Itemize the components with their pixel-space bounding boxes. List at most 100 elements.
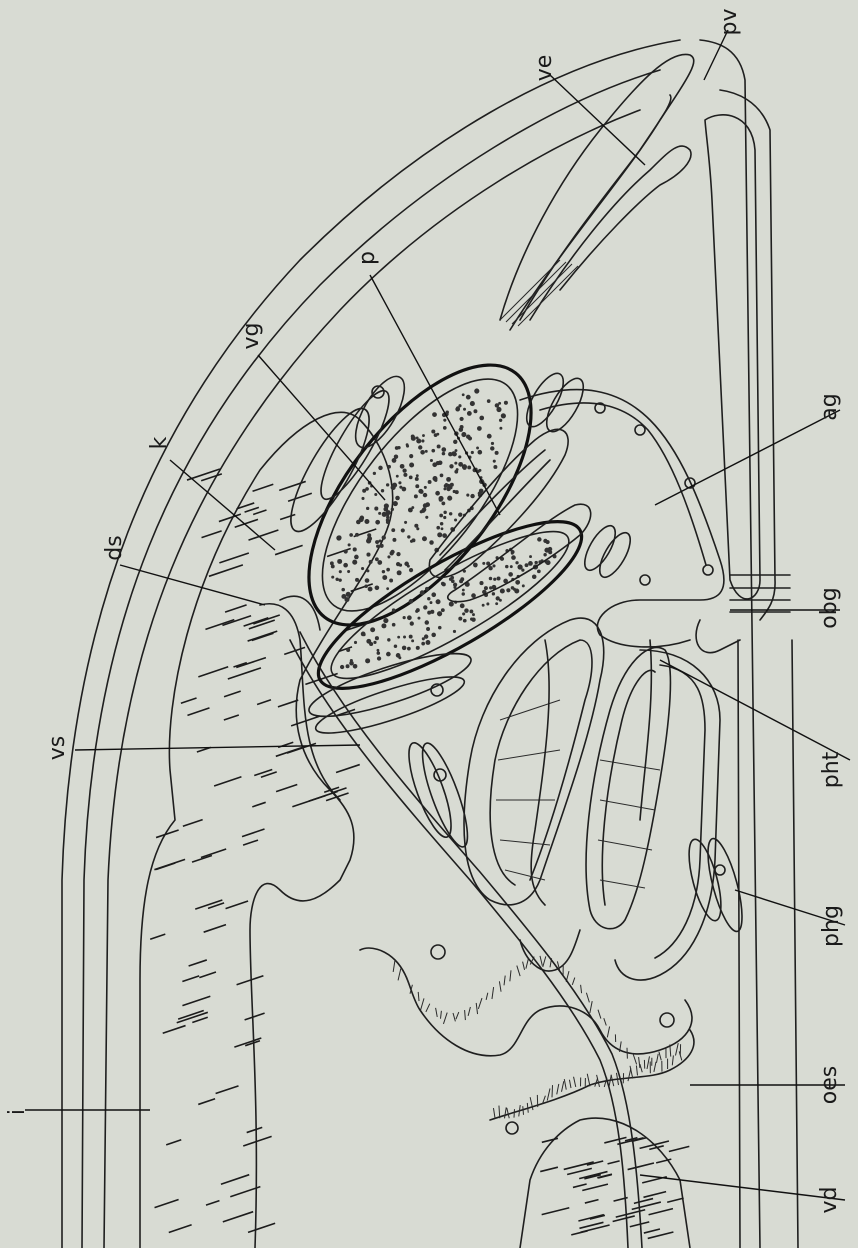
granule: [384, 503, 389, 508]
granule: [469, 610, 473, 614]
granule: [473, 563, 478, 568]
cilium: [654, 1062, 656, 1072]
granule: [428, 480, 432, 484]
leader-vs: [75, 745, 360, 750]
granule: [455, 449, 458, 452]
granule: [395, 496, 400, 501]
phg-right-b: [701, 836, 749, 935]
granule: [361, 497, 364, 500]
vesicula-granulorum: [268, 329, 572, 662]
granule: [434, 479, 437, 482]
granule: [439, 498, 443, 502]
pharynx-lobe-a-inner: [490, 640, 592, 885]
cilium: [607, 1027, 609, 1038]
granule: [423, 605, 427, 609]
granule: [375, 636, 379, 640]
hatch-stroke: [667, 1198, 683, 1202]
pharynx-pocket-outer: [615, 650, 720, 980]
granule: [343, 563, 348, 568]
granule: [354, 555, 359, 560]
hatch-stroke: [182, 976, 199, 982]
hatch-stroke: [540, 1167, 558, 1171]
granule: [421, 439, 424, 442]
hatch-stroke: [198, 1099, 215, 1105]
granule: [375, 557, 379, 561]
granule: [489, 586, 492, 589]
cilium: [493, 1108, 495, 1118]
hatch-stroke: [181, 698, 197, 703]
hatch-stroke: [585, 1200, 599, 1203]
granule: [425, 516, 428, 519]
ve-outer: [500, 54, 694, 330]
granule: [418, 445, 422, 449]
granule: [495, 602, 498, 605]
cilium: [418, 992, 419, 1001]
hatch-stroke: [189, 960, 207, 966]
granule: [431, 429, 435, 433]
granule: [443, 419, 446, 422]
granule: [409, 475, 413, 479]
hatch-stroke: [649, 1209, 673, 1215]
label-ds: ds: [102, 535, 127, 560]
granule: [401, 528, 405, 532]
granule: [392, 458, 397, 463]
granule: [458, 512, 462, 516]
hatch-stroke: [155, 1199, 179, 1207]
cilium: [586, 993, 589, 1003]
granule: [471, 618, 475, 622]
granule: [442, 452, 446, 456]
granule: [438, 460, 443, 465]
ve-inner-b: [530, 146, 691, 320]
granule: [402, 468, 406, 472]
label-pv: pv: [717, 9, 742, 36]
granule: [378, 512, 381, 515]
granule: [460, 603, 465, 608]
granule: [344, 549, 348, 553]
hatch-stroke: [582, 1184, 608, 1190]
cilium: [478, 998, 482, 1009]
granule: [444, 484, 448, 488]
atrium-genitale: [520, 390, 724, 647]
granule: [376, 544, 379, 547]
granule: [447, 496, 452, 501]
granule: [499, 599, 502, 602]
granule: [403, 473, 407, 477]
granule: [456, 468, 459, 471]
cilium: [526, 959, 529, 969]
cilium: [672, 1055, 673, 1065]
granule: [463, 466, 467, 470]
hatch-stroke: [214, 777, 241, 786]
granule: [392, 623, 396, 627]
granule: [525, 563, 529, 567]
granule: [462, 592, 465, 595]
granule: [407, 535, 410, 538]
granule: [499, 427, 502, 430]
granule: [386, 652, 391, 657]
granule: [458, 617, 462, 621]
granule: [355, 533, 359, 537]
hatch-stroke: [573, 1184, 587, 1187]
label-k: k: [147, 436, 172, 449]
granule: [487, 434, 492, 439]
granule: [392, 538, 396, 542]
granule: [409, 599, 414, 604]
granule: [389, 579, 393, 583]
cilium: [639, 1057, 640, 1068]
granule: [464, 608, 469, 613]
granule: [459, 427, 463, 431]
granule: [331, 576, 334, 579]
granule: [422, 507, 426, 511]
hatch-stroke: [276, 784, 297, 791]
hatch-stroke: [223, 1212, 253, 1222]
granule: [374, 493, 377, 496]
leader-vd: [640, 1175, 845, 1200]
cilium: [499, 981, 501, 991]
hatch-stroke: [278, 700, 298, 707]
lower-mass-hatching: [540, 1137, 689, 1238]
granule: [522, 584, 525, 587]
granule: [429, 540, 434, 545]
granule: [366, 553, 370, 557]
hatch-stroke: [253, 484, 274, 491]
granule: [466, 434, 470, 438]
granule: [410, 621, 414, 625]
